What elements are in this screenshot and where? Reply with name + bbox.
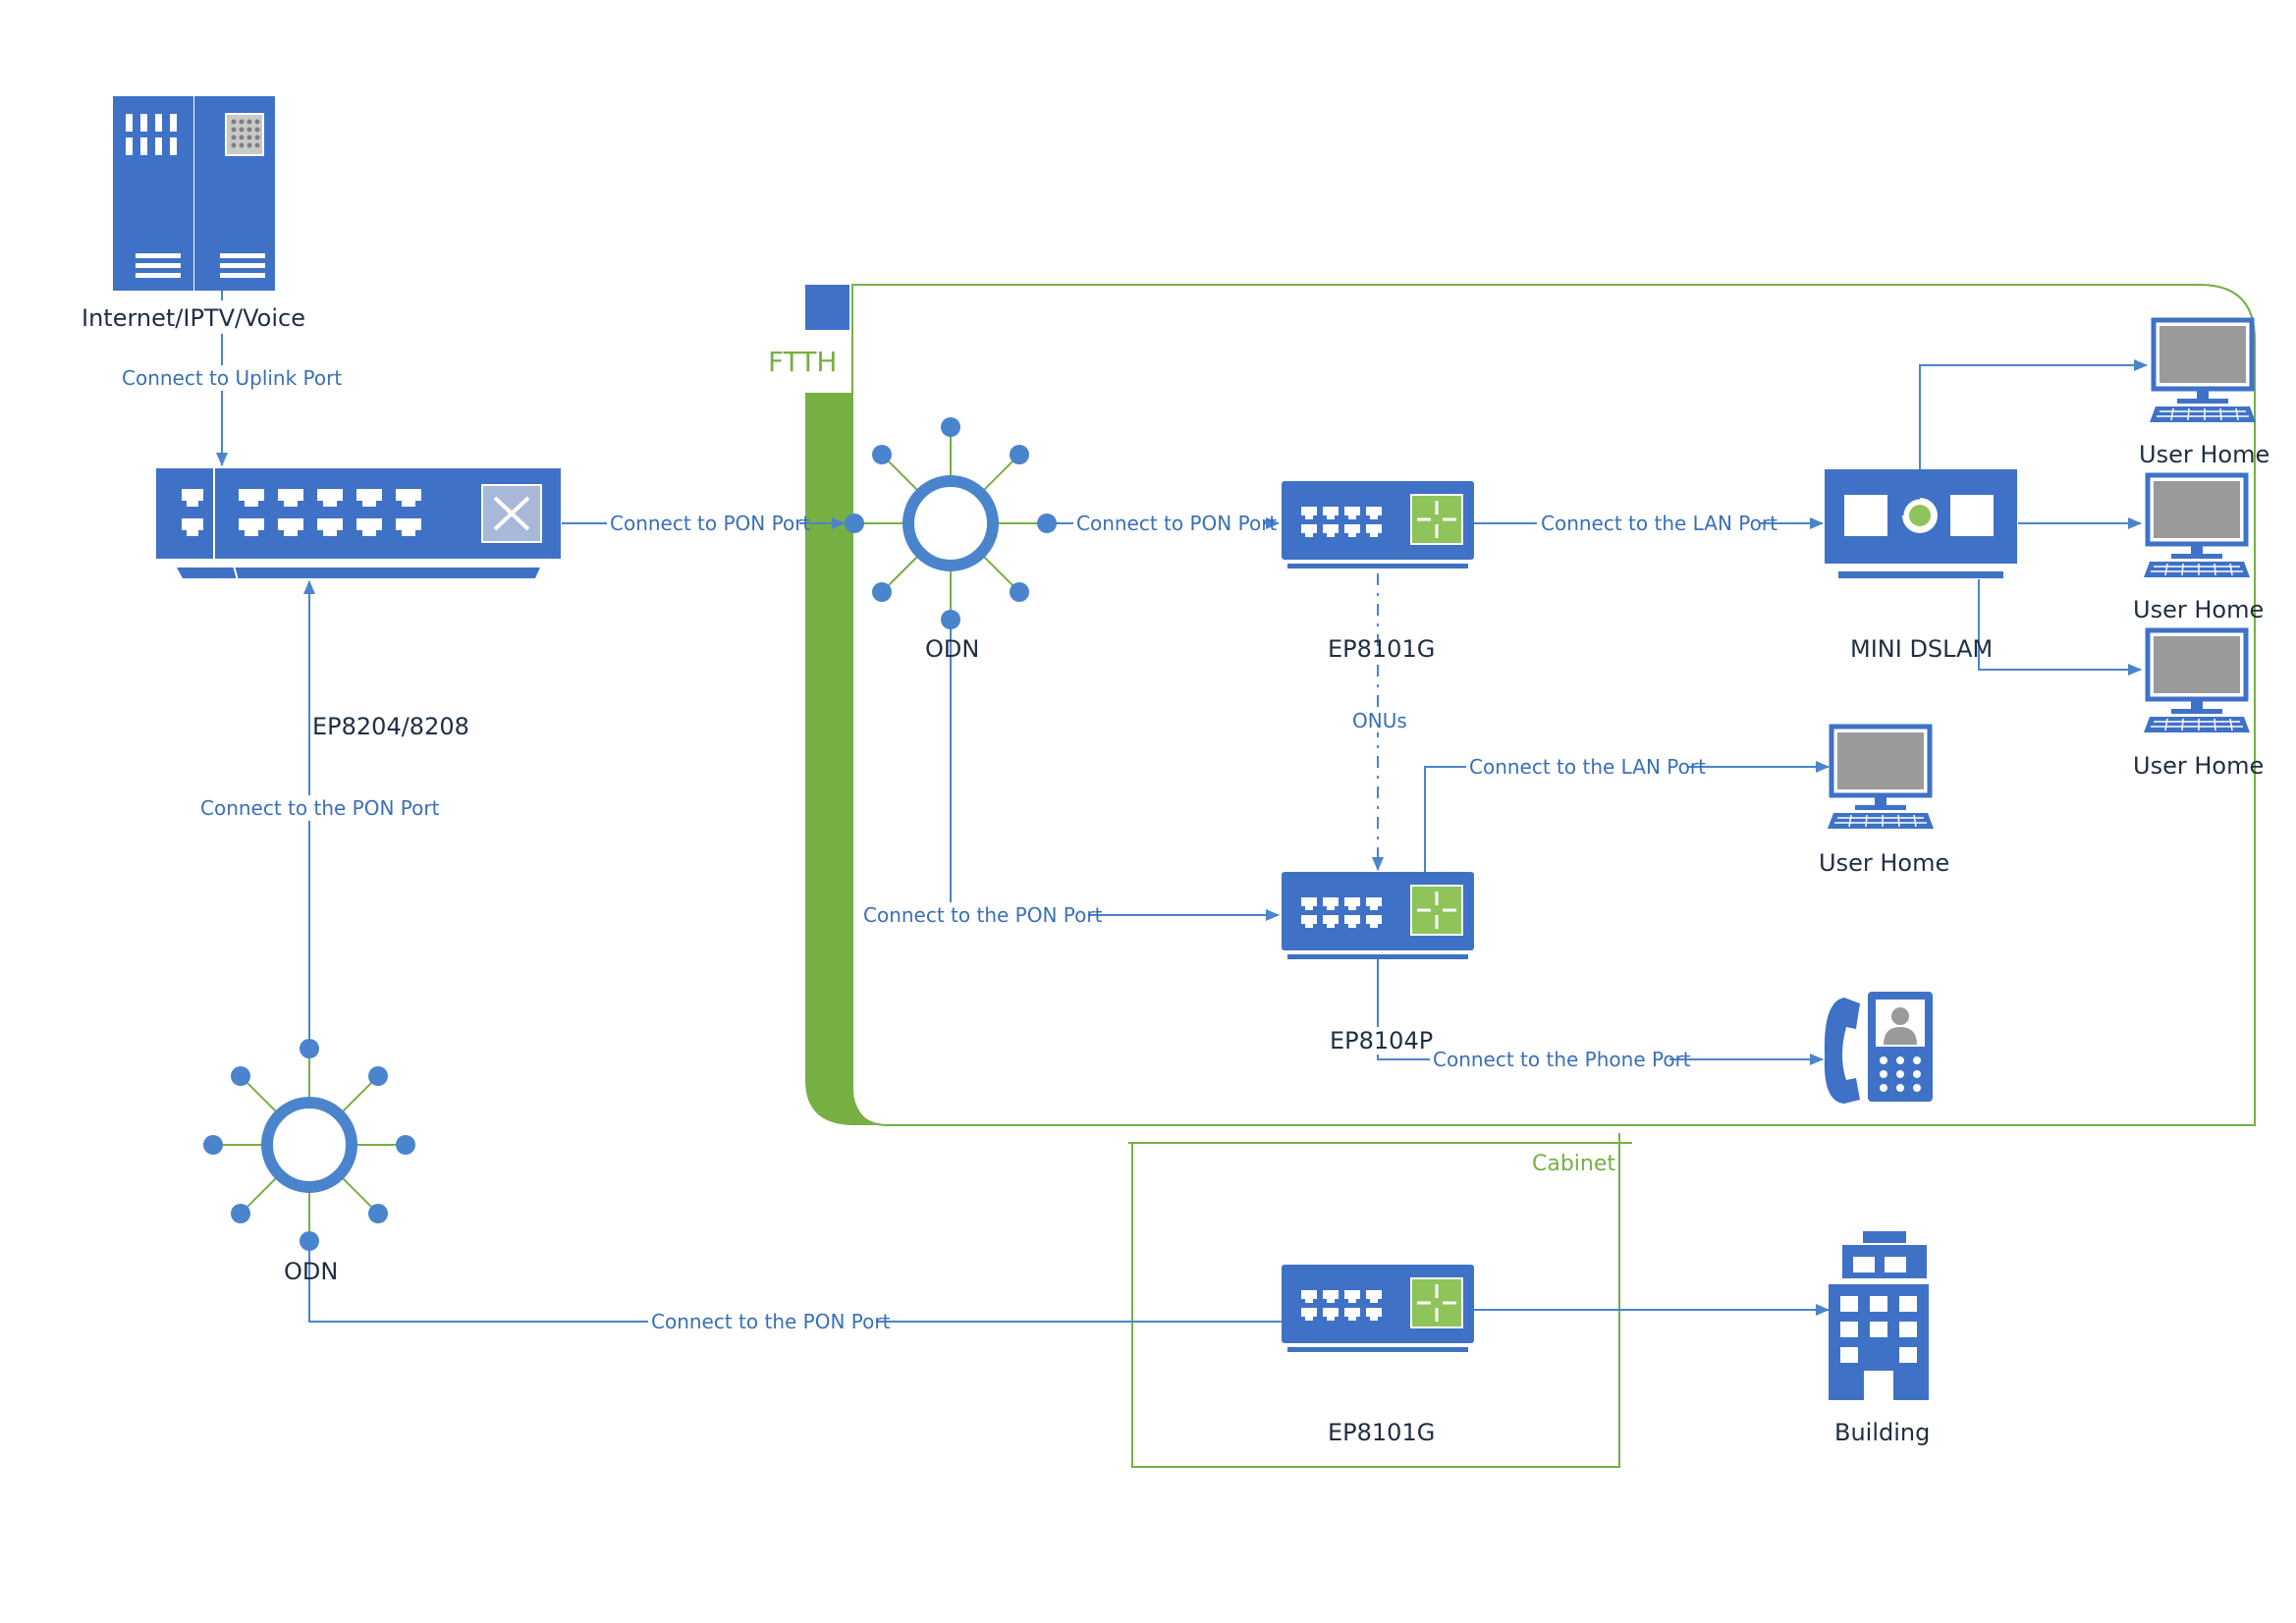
cabinet-group: Cabinet bbox=[1128, 1133, 1632, 1468]
onu-ep8101g-top-label: EP8101G bbox=[1328, 635, 1435, 663]
building-label: Building bbox=[1834, 1419, 1930, 1446]
olt-to-odn-bottom-label: Connect to the PON Port bbox=[200, 796, 440, 820]
uplink-label: Connect to Uplink Port bbox=[122, 366, 342, 390]
connections bbox=[216, 291, 2148, 1323]
user-home-2-icon bbox=[2144, 475, 2250, 577]
odn-to-ep8104p-line bbox=[950, 622, 1280, 921]
olt-label: EP8204/8208 bbox=[312, 713, 469, 740]
odn-top-icon bbox=[845, 417, 1057, 629]
onus-label: ONUs bbox=[1352, 709, 1407, 732]
edge-labels: Connect to Uplink Port Connect to PON Po… bbox=[116, 365, 1777, 1334]
odn-to-ep8101g-label: Connect to PON Port bbox=[1076, 512, 1277, 535]
user-home-1-label: User Home bbox=[2139, 441, 2269, 468]
onu-ep8104p-icon bbox=[1280, 870, 1476, 961]
ftth-group: FTTH bbox=[768, 284, 2256, 1126]
ep8104p-to-phone-line bbox=[1377, 958, 1824, 1065]
odn-to-ep8104p-label: Connect to the PON Port bbox=[863, 903, 1103, 927]
server-label: Internet/IPTV/Voice bbox=[82, 304, 305, 332]
dslam-to-home1-line bbox=[1919, 359, 2148, 469]
onu-ep8104p-label: EP8104P bbox=[1330, 1027, 1433, 1055]
switch-icon bbox=[156, 468, 561, 581]
onu-ep8101g-cabinet-label: EP8101G bbox=[1328, 1419, 1435, 1446]
dslam-icon bbox=[1825, 469, 2017, 578]
cabinet-label: Cabinet bbox=[1532, 1152, 1615, 1176]
user-home-1-icon bbox=[2150, 320, 2256, 422]
user-home-3-label: User Home bbox=[2133, 752, 2264, 780]
odn-top-label: ODN bbox=[925, 635, 979, 663]
odn-bottom-icon bbox=[203, 1039, 415, 1251]
user-home-3-icon bbox=[2144, 630, 2250, 732]
ep8104p-to-phone-label: Connect to the Phone Port bbox=[1433, 1048, 1691, 1071]
dslam-to-home3-line bbox=[1978, 579, 2142, 676]
ep8101g-to-dslam-label: Connect to the LAN Port bbox=[1541, 512, 1777, 535]
mini-dslam-label: MINI DSLAM bbox=[1850, 635, 1993, 663]
odn-bottom-label: ODN bbox=[284, 1258, 338, 1285]
phone-icon bbox=[1824, 992, 1933, 1104]
onu-ep8101g-top-icon bbox=[1280, 479, 1476, 570]
server-rack-icon bbox=[113, 96, 275, 291]
ep8104p-to-home-line bbox=[1424, 761, 1830, 872]
building-icon bbox=[1829, 1231, 1929, 1400]
odn-bottom-to-cabinet-line bbox=[308, 1239, 1283, 1323]
olt-to-odn-label: Connect to PON Port bbox=[610, 512, 810, 535]
user-home-4-icon bbox=[1828, 727, 1934, 829]
ftth-label: FTTH bbox=[768, 346, 837, 378]
ep8104p-to-home-label: Connect to the LAN Port bbox=[1469, 755, 1706, 779]
user-home-2-label: User Home bbox=[2133, 596, 2264, 623]
onu-ep8101g-cabinet-icon bbox=[1280, 1263, 1476, 1354]
user-home-4-label: User Home bbox=[1819, 849, 1949, 877]
odn-bottom-to-cabinet-label: Connect to the PON Port bbox=[651, 1310, 891, 1333]
